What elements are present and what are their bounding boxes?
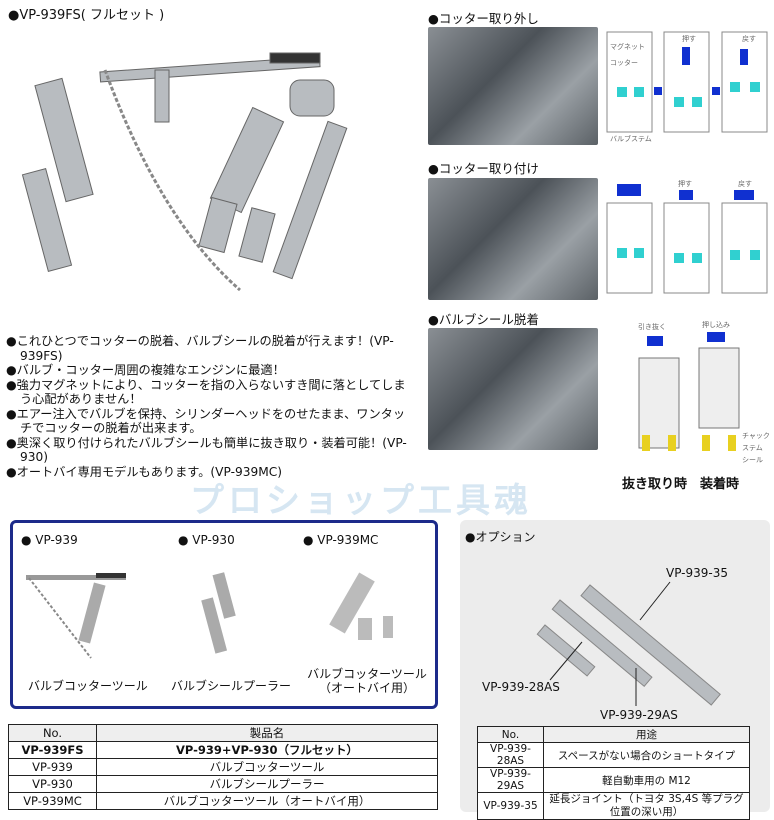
cell-no: VP-939-29AS: [477, 767, 544, 793]
caption-install: 装着時: [700, 477, 740, 492]
watermark: プロショップ工具魂: [190, 481, 532, 521]
valve-seal-diagram: 引き抜く 押し込み チャック ステム シール: [602, 320, 772, 470]
vp-930-image: [201, 572, 236, 654]
product-name: ● VP-930: [178, 533, 235, 547]
cell-usage: 軽自動車用の M12: [543, 767, 750, 793]
cotter-removal-diagram: マグネット コッター バルブステム 押す 戻す: [602, 27, 772, 145]
page-title: ●VP-939FS( フルセット ): [8, 8, 165, 23]
label-pull-out: 引き抜く: [638, 322, 666, 331]
label-magnet: マグネット: [610, 42, 645, 51]
feature-list: ●これひとつでコッターの脱着、バルブシールの脱着が行えます！(VP-939FS)…: [6, 334, 412, 479]
product-caption: バルブシールプーラー: [171, 679, 292, 693]
cell-no: VP-939-35: [477, 792, 544, 820]
options-image: [536, 581, 721, 706]
chain: [103, 69, 241, 292]
options-title: ●オプション: [465, 530, 536, 544]
label-seal: シール: [742, 456, 763, 464]
label-push-in: 押し込み: [702, 320, 730, 329]
feature-item: ●バルブ・コッター周囲の複雑なエンジンに最適！: [6, 363, 285, 377]
cotter-install-photo: [428, 178, 598, 300]
small-socket: [154, 69, 170, 123]
label-return: 戻す: [738, 179, 752, 188]
section-label-seal: ●バルブシール脱着: [428, 312, 539, 327]
cell-name: バルブコッターツール: [96, 758, 438, 776]
label-push: 押す: [682, 34, 696, 43]
cell-no: VP-939FS: [8, 741, 97, 759]
option-label: VP-939-35: [666, 566, 729, 580]
product-caption: バルブコッターツール: [28, 679, 148, 693]
feature-item: ●これひとつでコッターの脱着、バルブシールの脱着が行えます！(VP-939FS): [6, 334, 394, 363]
label-cotter: コッター: [610, 58, 638, 67]
section-label-install: ●コッター取り付け: [428, 161, 539, 176]
cotter-removal-photo: [428, 27, 598, 145]
header-no: No.: [477, 726, 544, 743]
full-set-tools-image: [21, 52, 348, 292]
product-caption: バルブコッターツール（オートバイ用）: [307, 667, 427, 695]
cell-name: バルブコッターツール（オートバイ用）: [96, 792, 438, 810]
options-panel: ●オプション VP-939-35 VP-939-28AS VP-939-29AS…: [460, 520, 770, 820]
cell-no: VP-930: [8, 775, 97, 793]
caption-removal: 抜き取り時: [622, 477, 688, 492]
section-label-remove: ●コッター取り外し: [428, 11, 539, 26]
cell-no: VP-939MC: [8, 792, 97, 810]
product-name: ● VP-939: [21, 533, 78, 547]
cell-no: VP-939: [8, 758, 97, 776]
cell-usage: 延長ジョイント（トヨタ 3S,4S 等プラグ位置の深い用）: [543, 792, 750, 820]
cell-no: VP-939-28AS: [477, 742, 544, 768]
valve-seal-photo: [428, 328, 598, 450]
vp-939mc-image: [329, 572, 393, 640]
label-return: 戻す: [742, 34, 756, 43]
header-usage: 用途: [543, 726, 750, 743]
header-product-name: 製品名: [96, 724, 438, 742]
feature-item: ●エアー注入でバルブを保持、シリンダーヘッドをのせたまま、ワンタッチでコッターの…: [6, 406, 406, 436]
vp-939-image: [26, 573, 126, 659]
label-chuck: チャック: [742, 432, 770, 440]
product-lineup-box: ● VP-939 ● VP-930 ● VP-939MC バルブコッターツール …: [10, 520, 438, 709]
cotter-install-diagram: 押す 戻す: [602, 178, 772, 300]
feature-item: ●奥深く取り付けられたバルブシールも簡単に抜き取り・装着可能！(VP-930): [6, 435, 407, 465]
handle-grip: [269, 52, 321, 64]
cell-name: バルブシールプーラー: [96, 775, 438, 793]
product-name: ● VP-939MC: [303, 533, 379, 547]
header-no: No.: [8, 724, 97, 742]
label-stem: ステム: [742, 444, 763, 452]
cell-usage: スペースがない場合のショートタイプ: [543, 742, 750, 768]
label-push: 押す: [678, 179, 692, 188]
label-valve-stem: バルブステム: [610, 134, 652, 143]
option-label: VP-939-29AS: [600, 708, 678, 722]
option-label: VP-939-28AS: [482, 680, 560, 694]
feature-item: ●強力マグネットにより、コッターを指の入らないすき間に落としてしまう心配がありま…: [6, 377, 406, 407]
feature-item: ●オートバイ専用モデルもあります。(VP-939MC): [6, 464, 283, 479]
cell-name: VP-939+VP-930（フルセット）: [96, 741, 438, 759]
